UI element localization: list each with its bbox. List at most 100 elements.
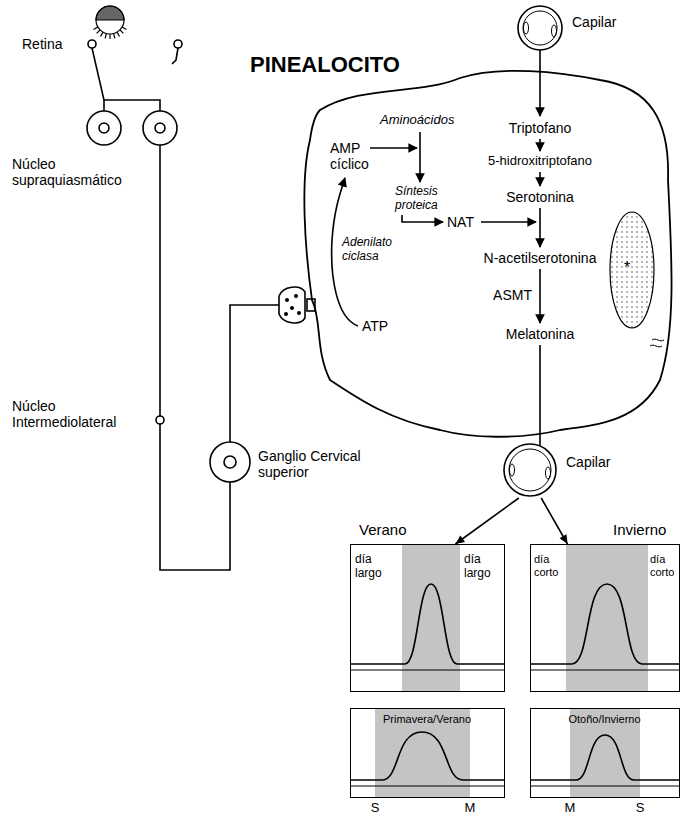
pathway-arrows [539,139,541,151]
neural-pathway [88,40,96,48]
season-chart: Inviernodía cortodía corto [530,544,680,692]
season-chart: Primavera/Verano [350,708,505,798]
structure-name: Ganglio Cervical superior [258,448,376,480]
pathway-arrows [539,208,541,247]
axis-label: S [630,801,650,816]
capillary-outline [524,22,529,34]
molecule-name: Melatonina [460,326,620,342]
neural-pathway [143,111,177,145]
molecule-name: Aminoácidos [380,113,454,128]
structure-name: Núcleo supraquiasmático [12,156,142,188]
capillary-outline [546,467,551,479]
neural-pathway [87,111,121,145]
synaptic-vesicles [297,311,301,315]
melatonin-curves [351,732,504,780]
neural-pathway [172,48,178,64]
season-chart: Veranodía largodía largo [350,544,505,692]
chart-title: Verano [359,521,407,538]
capillary: Capilar [502,442,558,498]
day-length-label: día largo [464,553,502,581]
flow-arrow [455,498,518,544]
pathway-arrows [370,147,417,149]
eye-symbol [96,6,124,20]
molecule-name: Triptofano [460,120,620,136]
structure-name: Núcleo Intermediolateral [12,398,142,430]
pinealocyte-cell-outline [650,339,664,347]
capillary-outline [504,444,556,496]
enzyme-name: Adenilato ciclasa [342,236,404,264]
pathway-arrows [539,345,541,462]
melatonin-curves [351,584,504,664]
synaptic-vesicles [284,312,288,316]
neural-pathway [87,40,315,570]
capillary-outline [552,25,557,37]
melatonin-curves [351,545,679,797]
chart-title: Otoño/Invierno [531,713,678,726]
axis-label: S [365,801,385,816]
flow-arrow [541,498,567,544]
molecule-name: AMP cíclico [330,140,378,172]
capillary-outline [509,449,551,491]
process-name: Síntesis proteica [395,185,453,213]
pinealocyte-cell-outline [304,71,671,437]
enzyme-name: ASMT [470,287,532,303]
neural-pathway [279,287,305,323]
capillary-outline [502,442,558,498]
melatonin-curves [402,545,460,691]
molecule-name: N-acetilserotonina [460,250,620,266]
neural-pathway [159,145,161,416]
axis-label: M [460,801,480,816]
capillary: Capilar [516,4,564,52]
neural-pathway [92,48,160,111]
granule-mark: * [624,259,630,277]
capillary-outline [516,4,564,52]
secretory-granule [610,212,654,328]
day-length-label: día corto [650,553,678,578]
pathway-arrows [419,132,421,182]
molecule-name: Serotonina [460,189,620,205]
arrowhead [455,535,465,544]
pathway-arrows [539,269,541,323]
capillary-label: Capilar [572,14,616,30]
capillary-outline [510,464,515,476]
melatonin-curves [531,786,679,787]
capillary-outline [518,6,562,50]
chart-title: Primavera/Verano [351,713,503,726]
neural-pathway [174,40,182,48]
melatonin-curves [531,735,679,780]
neural-pathway [156,416,164,424]
synaptic-vesicles [294,294,298,298]
axis-label: M [560,801,580,816]
eye-symbol [94,6,127,39]
capillary-outline [523,11,557,45]
structure-name: Retina [22,36,62,52]
melatonin-curves [351,786,504,787]
neural-pathway [99,123,109,133]
pathway-arrows [539,172,541,186]
neural-pathway [155,123,165,133]
pathway-arrows [481,221,536,223]
season-chart: Otoño/Invierno [530,708,680,798]
day-length-label: día largo [355,553,401,581]
synaptic-vesicles [284,294,301,316]
melatonin-curves [566,545,648,691]
melatonin-curves [531,584,679,664]
arrow-line [541,498,567,544]
neural-pathway [210,442,250,482]
capillary-label: Capilar [566,454,610,470]
melatonin-curves [531,670,679,671]
day-length-label: día corto [534,553,566,578]
neural-pathway [230,305,279,442]
synaptic-vesicles [290,306,294,310]
molecule-name: 5-hidroxitriptofano [460,154,620,169]
eye-symbol [94,27,127,39]
synaptic-vesicles [285,298,289,302]
cell-name: PINEALOCITO [250,52,400,77]
chart-title: Invierno [613,521,666,538]
pathway-arrows [402,215,443,222]
enzyme-name: NAT [447,214,474,230]
melatonin-curves [351,670,504,671]
molecule-name: ATP [362,318,388,334]
arrow-line [455,498,518,544]
arrowhead [560,534,568,544]
